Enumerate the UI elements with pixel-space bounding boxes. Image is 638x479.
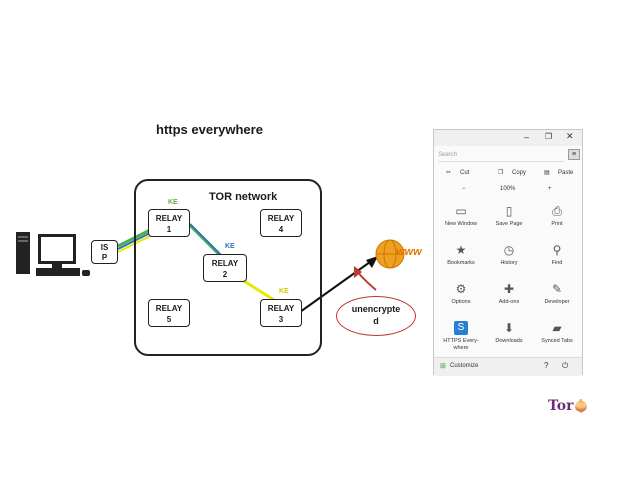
slide-title: https everywhere	[156, 122, 263, 137]
menu-footer: ⊞ Customize ? ⏻	[434, 357, 582, 376]
close-icon[interactable]: ✕	[566, 131, 574, 141]
search-input[interactable]: Search	[438, 149, 564, 162]
key-label-2: KE	[225, 243, 235, 250]
menu-item-bookmarks[interactable]: ★ Bookmarks	[438, 241, 484, 275]
cut-icon[interactable]: ✂	[446, 170, 452, 176]
copy-button[interactable]: Copy	[512, 170, 527, 176]
download-icon: ⬇	[503, 321, 515, 335]
wrench-icon: ✎	[551, 282, 563, 296]
globe-icon	[375, 239, 405, 269]
menu-item-label: Print	[551, 221, 563, 227]
edit-row: ✂ Cut ❐ Copy ▤ Paste	[440, 167, 578, 179]
firefox-menu-panel: ‒ ❐ ✕ Search ≡ ✂ Cut ❐ Copy ▤ Paste − 10…	[433, 129, 583, 376]
menu-item-synced-tabs[interactable]: ▰ Synced Tabs	[534, 319, 580, 353]
menu-item-label: Synced Tabs	[541, 338, 573, 344]
zoom-row: − 100% +	[440, 183, 578, 195]
menu-item-add-ons[interactable]: ✚ Add-ons	[486, 280, 532, 314]
www-text: www	[396, 246, 422, 258]
isp-node: IS P	[91, 240, 118, 264]
key-label-3: KE	[279, 288, 289, 295]
menu-item-history[interactable]: ◷ History	[486, 241, 532, 275]
relay-4: RELAY 4	[260, 209, 302, 237]
tor-network-label: TOR network	[209, 191, 278, 203]
menu-item-label: Options	[451, 299, 471, 305]
menu-item-developer[interactable]: ✎ Developer	[534, 280, 580, 314]
synced-tabs-icon: ▰	[552, 321, 562, 335]
window-icon: ▭	[455, 204, 467, 218]
power-icon[interactable]: ⏻	[562, 361, 569, 370]
paste-icon[interactable]: ▤	[544, 170, 550, 176]
menu-item-label: Add-ons	[498, 299, 520, 305]
menu-item-new-window[interactable]: ▭ New Window	[438, 202, 484, 236]
cut-button[interactable]: Cut	[460, 170, 470, 176]
key-label-1: KE	[168, 199, 178, 206]
star-icon: ★	[455, 243, 467, 257]
help-icon[interactable]: ?	[544, 361, 549, 370]
menu-item-options[interactable]: ⚙ Options	[438, 280, 484, 314]
unencrypted-text: unencrypte d	[351, 304, 401, 326]
minimize-icon[interactable]: ‒	[524, 132, 530, 142]
www-globe-icon: www	[374, 234, 422, 274]
menu-item-label: Bookmarks	[447, 260, 475, 266]
menu-item-https-every-where[interactable]: S HTTPS Every- where	[438, 319, 484, 353]
menu-item-label: Find	[551, 260, 563, 266]
hamburger-menu-button[interactable]: ≡	[568, 149, 580, 160]
paste-button[interactable]: Paste	[558, 170, 574, 176]
menu-item-downloads[interactable]: ⬇ Downloads	[486, 319, 532, 353]
zoom-reset-button[interactable]: 100%	[500, 186, 516, 192]
printer-icon: ⎙	[552, 204, 562, 218]
clock-icon: ◷	[503, 243, 515, 257]
menu-item-find[interactable]: ⚲ Find	[534, 241, 580, 275]
copy-icon[interactable]: ❐	[498, 170, 504, 176]
puzzle-icon: ✚	[503, 282, 515, 296]
menu-item-label: Downloads	[495, 338, 523, 344]
menu-item-label: Save Page	[495, 221, 523, 227]
customize-icon[interactable]: ⊞	[440, 363, 446, 370]
menu-item-label: HTTPS Every- where	[443, 338, 479, 351]
magnifier-icon: ⚲	[552, 243, 562, 257]
zoom-in-button[interactable]: +	[548, 186, 552, 192]
relay-5: RELAY 5	[148, 299, 190, 327]
https-everywhere-icon: S	[454, 321, 468, 335]
tor-logo: Tor🧅	[548, 398, 588, 414]
maximize-icon[interactable]: ❐	[545, 132, 553, 141]
onion-icon: 🧅	[573, 399, 589, 413]
relay-3: RELAY 3	[260, 299, 302, 327]
tor-logo-text: Tor	[548, 398, 574, 414]
tor-network-box	[134, 179, 322, 356]
menu-item-label: Developer	[544, 299, 570, 305]
unencrypted-callout: unencrypte d	[336, 296, 416, 336]
menu-item-save-page[interactable]: ▯ Save Page	[486, 202, 532, 236]
gear-icon: ⚙	[455, 282, 467, 296]
window-titlebar: ‒ ❐ ✕	[434, 130, 582, 146]
page-icon: ▯	[505, 204, 513, 218]
relay-1: RELAY 1	[148, 209, 190, 237]
menu-item-label: History	[500, 260, 518, 266]
zoom-out-button[interactable]: −	[462, 186, 466, 192]
relay-2: RELAY 2	[203, 254, 247, 282]
computer-icon	[16, 232, 90, 276]
customize-button[interactable]: Customize	[450, 363, 479, 369]
menu-item-print[interactable]: ⎙ Print	[534, 202, 580, 236]
menu-item-label: New Window	[444, 221, 478, 227]
